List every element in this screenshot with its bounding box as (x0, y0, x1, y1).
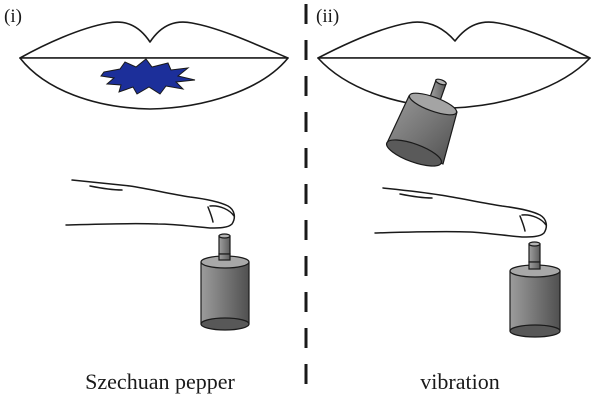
panel-tag-i: (i) (4, 6, 22, 27)
panel-szechuan-pepper: (i) Szechuan pepper (4, 6, 289, 394)
vibration-actuator-icon (200, 233, 250, 331)
panel-caption-ii: vibration (420, 369, 499, 394)
lips-icon (19, 21, 289, 110)
vibration-actuator-icon (385, 78, 458, 167)
vibration-actuator-icon (509, 241, 561, 338)
panel-caption-i: Szechuan pepper (85, 369, 235, 394)
finger-icon (65, 179, 236, 229)
panel-tag-ii: (ii) (316, 6, 339, 27)
panel-vibration: (ii) (316, 6, 591, 394)
lips-icon (317, 21, 591, 109)
tingle-burst-icon (100, 58, 196, 95)
finger-icon (374, 187, 548, 238)
